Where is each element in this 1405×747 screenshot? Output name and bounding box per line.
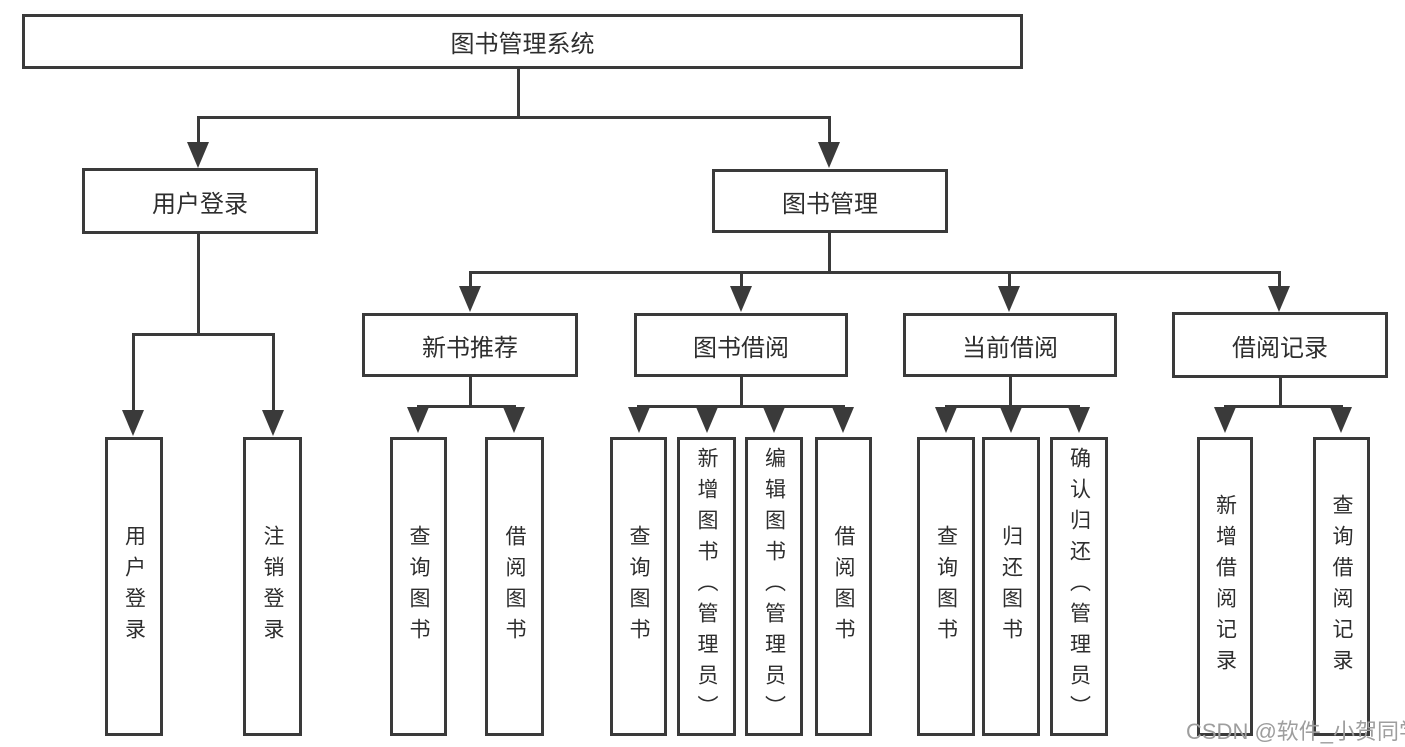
connector [469,271,472,288]
arrowhead-down [935,407,957,433]
arrowhead-down [503,407,525,433]
node-user-login-label: 用户登录 [152,190,248,218]
leaf-add-book-admin: 新增图书（管理员） [677,437,736,736]
connector [469,271,1281,274]
node-book-management: 图书管理 [712,169,948,233]
arrowhead-down [628,407,650,433]
node-current-borrow-label: 当前借阅 [962,334,1058,362]
connector [1279,378,1282,408]
leaf-confirm-return-admin: 确认归还（管理员） [1050,437,1108,736]
connector [740,377,743,408]
arrowhead-down [832,407,854,433]
leaf-borrow-books-recommend: 借阅图书 [485,437,544,736]
leaf-return-book: 归还图书 [982,437,1040,736]
connector [197,234,200,336]
leaf-query-books-recommend-label: 查询图书 [407,524,430,649]
arrowhead-down [1214,407,1236,433]
arrowhead-down [1000,407,1022,433]
node-user-login: 用户登录 [82,168,318,234]
arrowhead-down [407,407,429,433]
connector [417,405,516,408]
leaf-add-borrow-record-label: 新增借阅记录 [1213,493,1237,680]
arrowhead-down [459,286,481,312]
node-borrow-records-label: 借阅记录 [1232,334,1328,362]
leaf-logout-label: 注销登录 [261,524,284,649]
arrowhead-down [763,407,785,433]
arrowhead-down [1068,407,1090,433]
connector [272,333,275,412]
connector [197,116,831,119]
arrowhead-down [998,286,1020,312]
connector [197,116,200,144]
connector [469,377,472,408]
connector [132,333,135,412]
connector [132,333,275,336]
watermark: CSDN @软件_小贺同学 [1186,719,1405,744]
connector [945,405,1080,408]
leaf-return-book-label: 归还图书 [999,524,1023,649]
node-book-borrow: 图书借阅 [634,313,848,377]
leaf-query-books-recommend: 查询图书 [390,437,447,736]
arrowhead-down [187,142,209,168]
leaf-query-borrow-record-label: 查询借阅记录 [1330,493,1353,680]
leaf-borrow-books: 借阅图书 [815,437,872,736]
leaf-borrow-books-label: 借阅图书 [832,524,855,649]
connector [637,405,845,408]
leaf-query-books-current: 查询图书 [917,437,975,736]
leaf-query-borrow-record: 查询借阅记录 [1313,437,1370,736]
arrowhead-down [730,286,752,312]
leaf-confirm-return-admin-label: 确认归还（管理员） [1067,447,1091,726]
node-current-borrow: 当前借阅 [903,313,1117,377]
connector [1008,271,1011,288]
connector [828,233,831,274]
node-root-label: 图书管理系统 [450,31,595,58]
node-new-book-recommend: 新书推荐 [362,313,578,377]
leaf-user-login: 用户登录 [105,437,163,736]
leaf-edit-book-admin: 编辑图书（管理员） [745,437,803,736]
leaf-query-books-borrow: 查询图书 [610,437,667,736]
connector [828,116,831,144]
leaf-user-login-label: 用户登录 [122,524,146,649]
leaf-query-books-borrow-label: 查询图书 [627,524,650,649]
leaf-query-books-current-label: 查询图书 [934,524,958,649]
arrowhead-down [1268,286,1290,312]
arrowhead-down [696,407,718,433]
arrowhead-down [1330,407,1352,433]
arrowhead-down [122,410,144,436]
node-new-book-recommend-label: 新书推荐 [422,334,518,362]
node-book-borrow-label: 图书借阅 [693,334,789,362]
connector [517,69,520,118]
leaf-logout: 注销登录 [243,437,302,736]
node-book-management-label: 图书管理 [782,190,878,218]
connector [1009,377,1012,408]
leaf-add-book-admin-label: 新增图书（管理员） [695,447,718,726]
connector [1224,405,1343,408]
leaf-edit-book-admin-label: 编辑图书（管理员） [762,447,786,726]
connector [1278,271,1281,288]
leaf-add-borrow-record: 新增借阅记录 [1197,437,1253,736]
node-root: 图书管理系统 [22,14,1023,69]
arrowhead-down [262,410,284,436]
arrowhead-down [818,142,840,168]
leaf-borrow-books-recommend-label: 借阅图书 [503,524,526,649]
connector [740,271,743,288]
node-borrow-records: 借阅记录 [1172,312,1388,378]
